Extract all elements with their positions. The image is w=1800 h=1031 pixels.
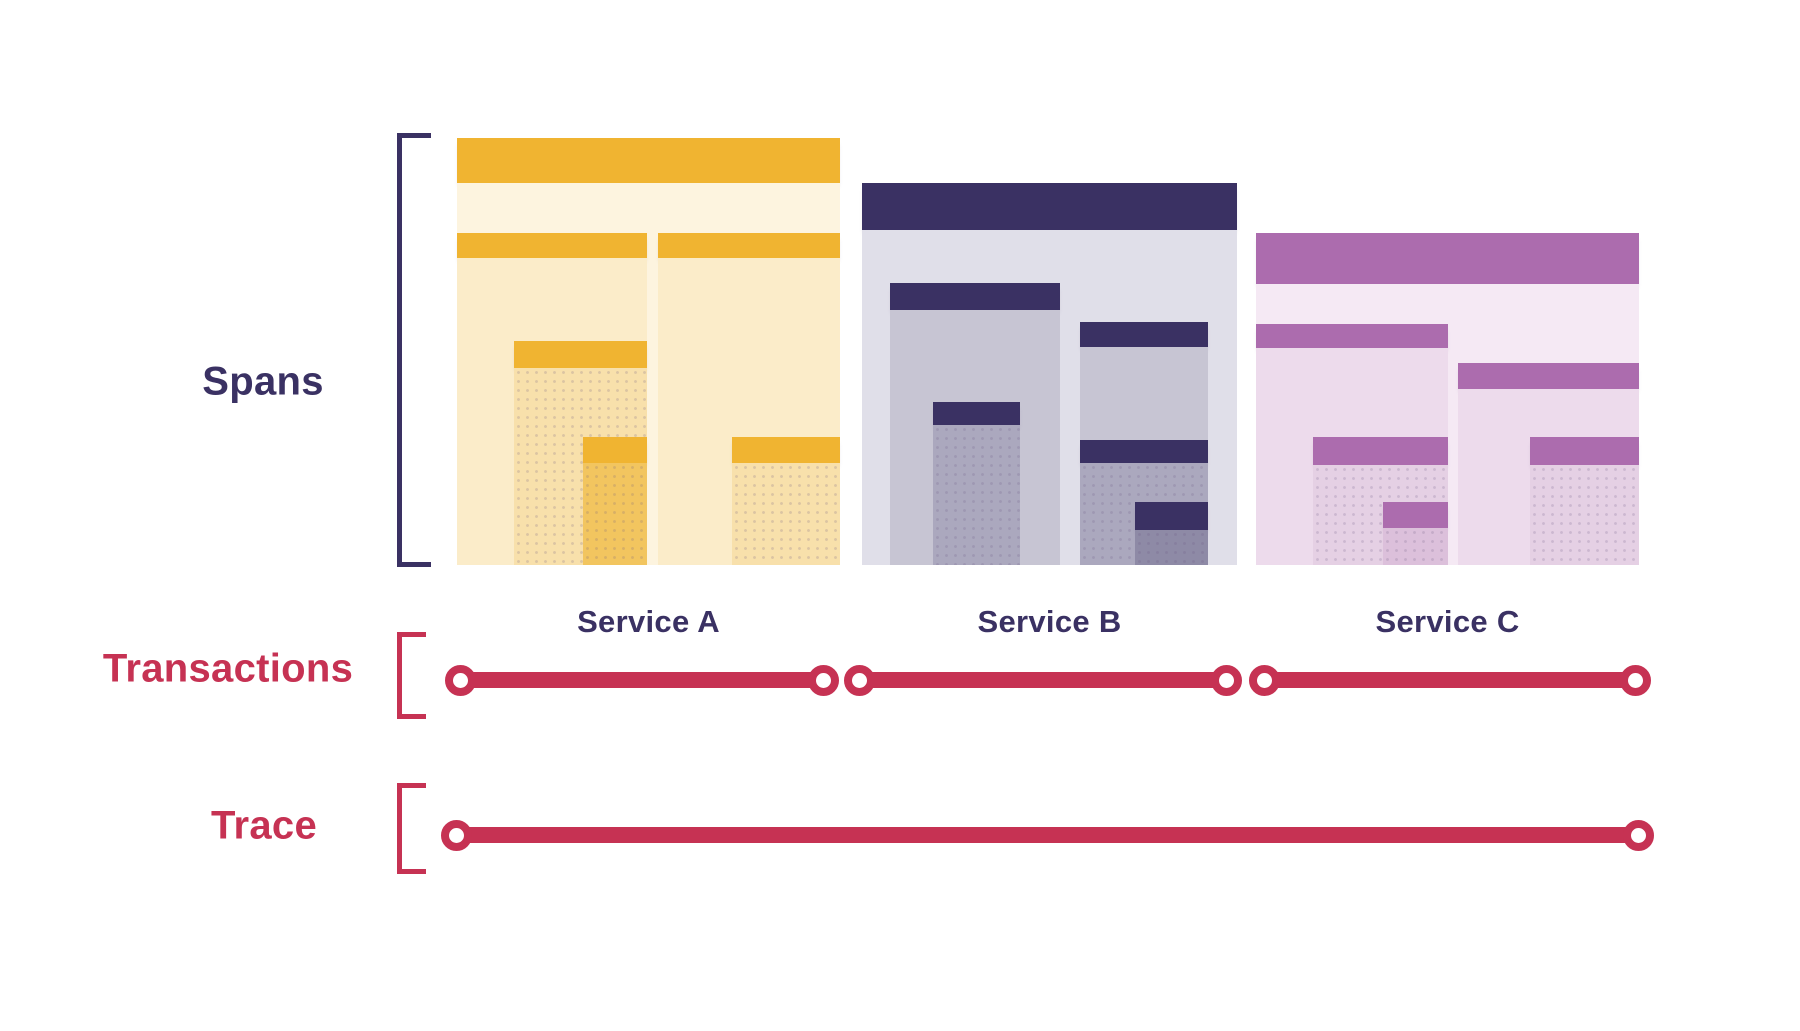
transaction-line-2-endpoint-circle <box>1210 664 1242 696</box>
service-c-span <box>1530 437 1639 565</box>
span-header-bar <box>1135 502 1208 530</box>
span-header-bar <box>457 138 840 183</box>
trace-line-endpoint-circle <box>440 819 472 851</box>
spans-row-label: Spans <box>202 359 324 404</box>
transaction-line-1-endpoint-circle <box>444 664 476 696</box>
span-header-bar <box>1080 322 1208 347</box>
service-b-span <box>933 402 1020 565</box>
span-header-bar <box>1383 502 1448 528</box>
span-header-bar <box>1080 440 1208 463</box>
span-body <box>933 425 1020 565</box>
transaction-line-2 <box>859 672 1226 688</box>
transactions-bracket <box>397 632 426 719</box>
spans-bracket <box>397 133 431 567</box>
trace-row-label: Trace <box>210 803 318 848</box>
service-b-span <box>1135 502 1208 565</box>
transaction-line-1 <box>460 672 823 688</box>
trace-line <box>456 827 1638 843</box>
transactions-row-label: Transactions <box>102 646 354 691</box>
span-header-bar <box>1530 437 1639 465</box>
transaction-line-3 <box>1264 672 1635 688</box>
transaction-line-1-endpoint-circle <box>807 664 839 696</box>
span-header-bar <box>1256 233 1639 284</box>
trace-line-endpoint-circle <box>1622 819 1654 851</box>
span-header-bar <box>933 402 1020 425</box>
span-header-bar <box>583 437 647 463</box>
transaction-line-3-endpoint-circle <box>1619 664 1651 696</box>
service-c-label: Service C <box>1375 604 1520 639</box>
service-a-span <box>732 437 840 565</box>
transaction-line-3-endpoint-circle <box>1248 664 1280 696</box>
span-header-bar <box>514 341 647 368</box>
service-b-label: Service B <box>977 604 1122 639</box>
trace-bracket <box>397 783 426 874</box>
span-header-bar <box>658 233 840 258</box>
service-a-span <box>583 437 647 565</box>
service-a-label: Service A <box>577 604 720 639</box>
span-body <box>583 463 647 565</box>
span-header-bar <box>732 437 840 463</box>
span-header-bar <box>862 183 1237 230</box>
span-header-bar <box>457 233 647 258</box>
span-body <box>1135 530 1208 565</box>
span-header-bar <box>1313 437 1448 465</box>
span-header-bar <box>1458 363 1639 389</box>
span-body <box>1383 528 1448 565</box>
transaction-line-2-endpoint-circle <box>843 664 875 696</box>
span-header-bar <box>1256 324 1448 348</box>
span-body <box>1530 465 1639 565</box>
span-header-bar <box>890 283 1060 310</box>
span-body <box>732 463 840 565</box>
service-c-span <box>1383 502 1448 565</box>
